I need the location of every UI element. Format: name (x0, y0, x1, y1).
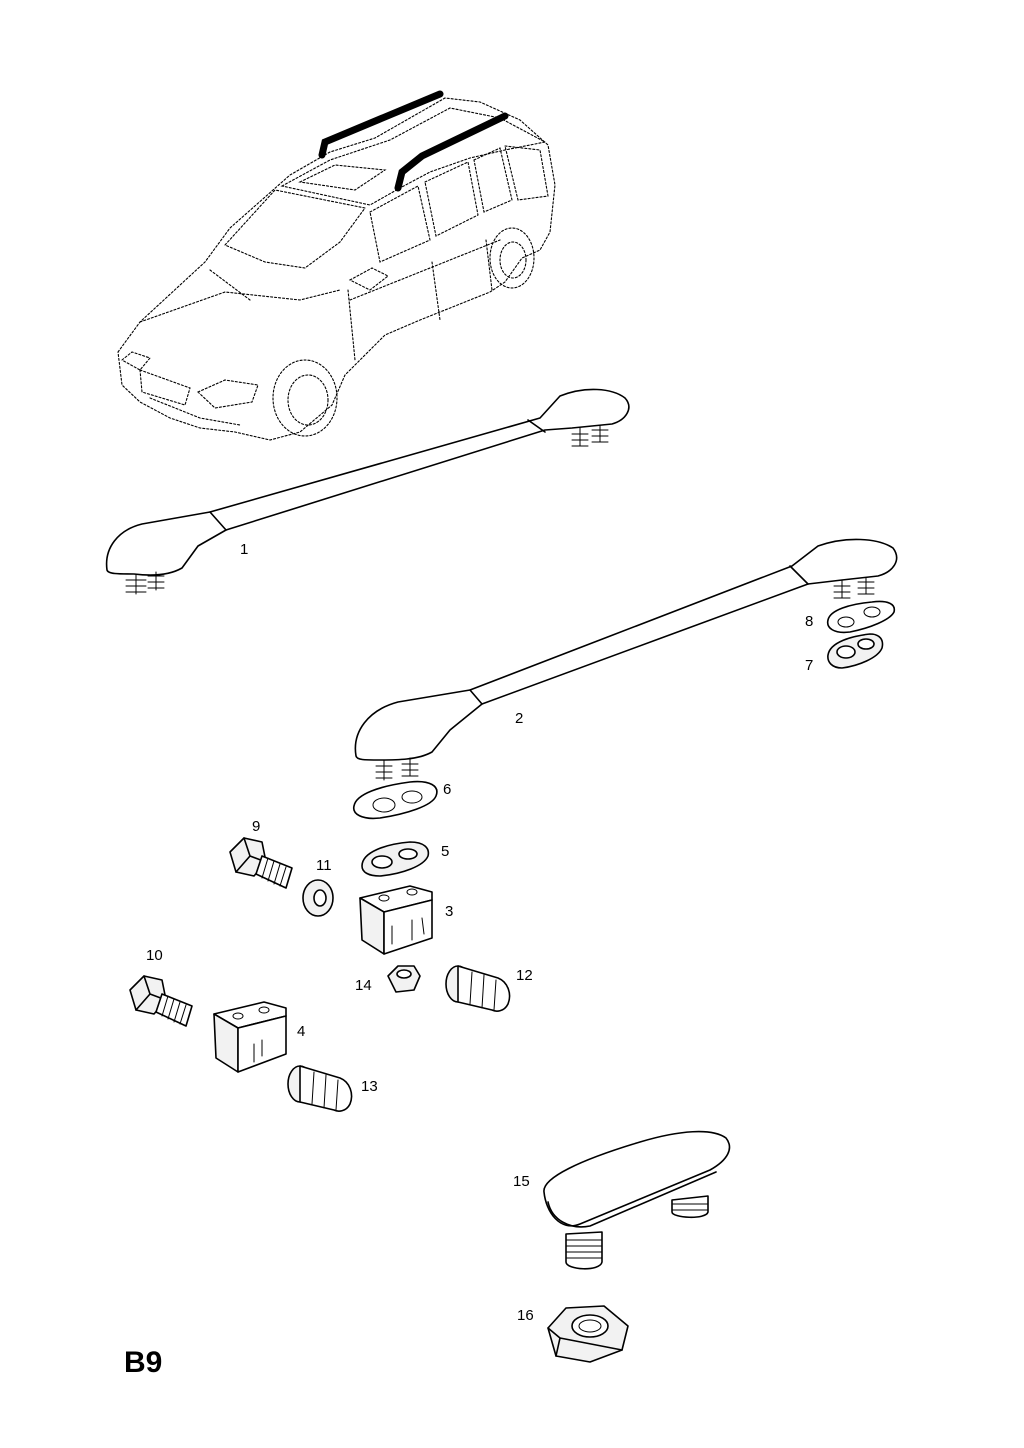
callout-9: 9 (252, 818, 260, 835)
callout-8: 8 (805, 613, 813, 630)
callout-16: 16 (517, 1307, 534, 1324)
gasket-8 (826, 600, 896, 634)
callout-13: 13 (361, 1078, 378, 1095)
callout-15: 15 (513, 1173, 530, 1190)
callout-5: 5 (441, 843, 449, 860)
callout-10: 10 (146, 947, 163, 964)
bracket-4 (213, 1001, 287, 1073)
callout-6: 6 (443, 781, 451, 798)
callout-14: 14 (355, 977, 372, 994)
roof-rail-highlight-right (394, 112, 509, 192)
vehicle-illustration (117, 90, 556, 441)
end-cap-15 (543, 1130, 731, 1270)
roof-rail-2 (354, 538, 898, 781)
rivet-nut-12 (445, 965, 511, 1012)
callout-7: 7 (805, 657, 813, 674)
hex-nut-16 (547, 1305, 629, 1363)
callout-3: 3 (445, 903, 453, 920)
bracket-3 (359, 885, 433, 955)
callout-11: 11 (316, 857, 332, 874)
roof-rail-1 (105, 388, 630, 595)
callout-4: 4 (297, 1023, 305, 1040)
callout-1: 1 (240, 541, 248, 558)
spacer-5 (361, 841, 430, 877)
roof-rail-highlight-left (318, 90, 444, 159)
section-code: B9 (124, 1346, 162, 1379)
bolt-9 (229, 837, 293, 889)
nut-14 (387, 965, 421, 993)
gasket-6 (353, 780, 438, 820)
bolt-10 (129, 975, 193, 1027)
rivet-nut-13 (287, 1065, 353, 1112)
spacer-7 (827, 633, 884, 669)
callout-2: 2 (515, 710, 523, 727)
washer-11 (302, 879, 334, 917)
callout-12: 12 (516, 967, 533, 984)
